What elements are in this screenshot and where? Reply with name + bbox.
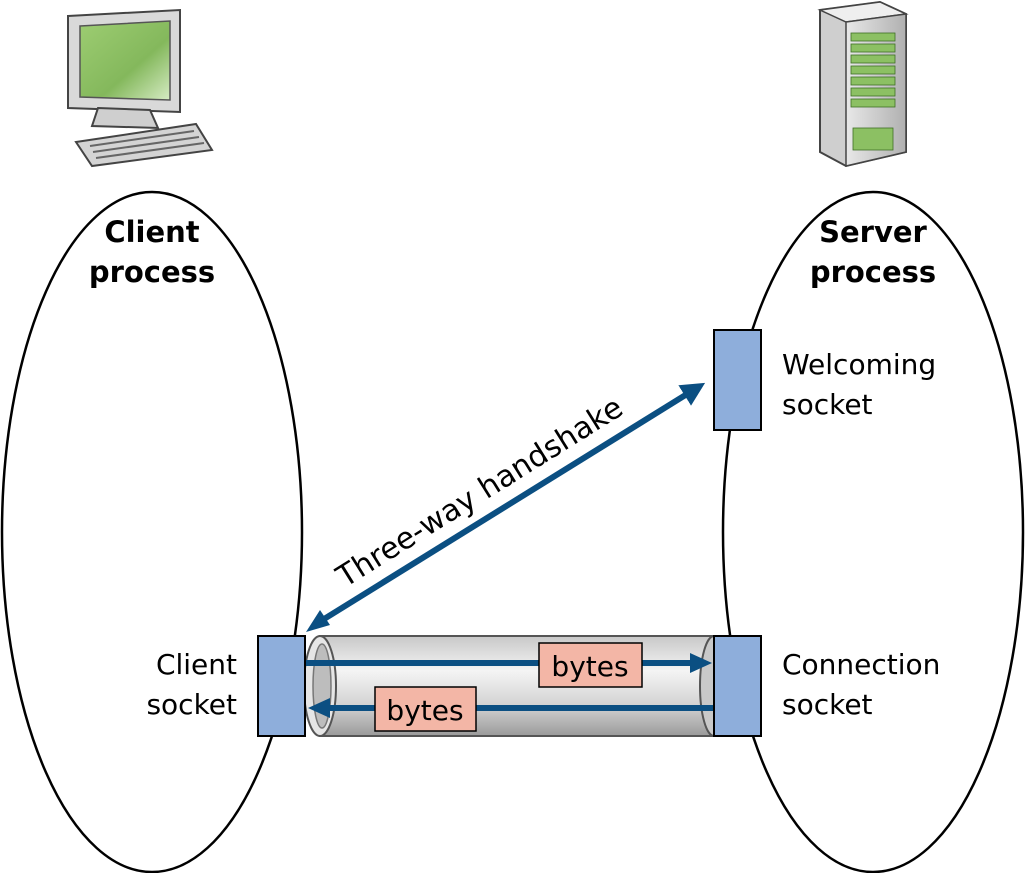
client-socket-label-line1: Client: [156, 648, 237, 681]
connection-socket-label-line2: socket: [782, 688, 873, 721]
desktop-computer-icon: [67, 8, 214, 168]
connection-socket-label-line1: Connection: [782, 648, 940, 681]
server-process-title-line2: process: [810, 255, 936, 289]
connection-socket: [713, 635, 762, 737]
bytes-to-server-arrowhead: [690, 653, 712, 673]
bytes-to-client-box: [374, 686, 477, 732]
bytes-to-server-label: bytes: [551, 650, 628, 683]
bytes-to-server-box: [538, 642, 643, 688]
client-process-boundary: [0, 190, 304, 873]
server-process-boundary: [721, 190, 1025, 873]
server-process-title-line1: Server: [819, 215, 927, 249]
client-process-title-line2: process: [89, 255, 215, 289]
handshake-arrowhead-client: [306, 610, 330, 632]
server-tower-icon: [817, 0, 909, 168]
client-process-title-line1: Client: [104, 215, 199, 249]
bytes-to-client-label: bytes: [386, 694, 463, 727]
welcoming-socket: [713, 329, 762, 431]
welcoming-socket-label-line1: Welcoming: [782, 348, 936, 381]
bytes-to-client-arrowhead: [308, 698, 330, 718]
three-way-handshake-arrow: [314, 382, 706, 627]
client-socket-label-line2: socket: [146, 688, 237, 721]
tcp-connection-pipe: [303, 635, 729, 737]
client-socket: [257, 635, 306, 737]
three-way-handshake-label: Three-way handshake: [330, 390, 629, 595]
welcoming-socket-label-line2: socket: [782, 388, 873, 421]
